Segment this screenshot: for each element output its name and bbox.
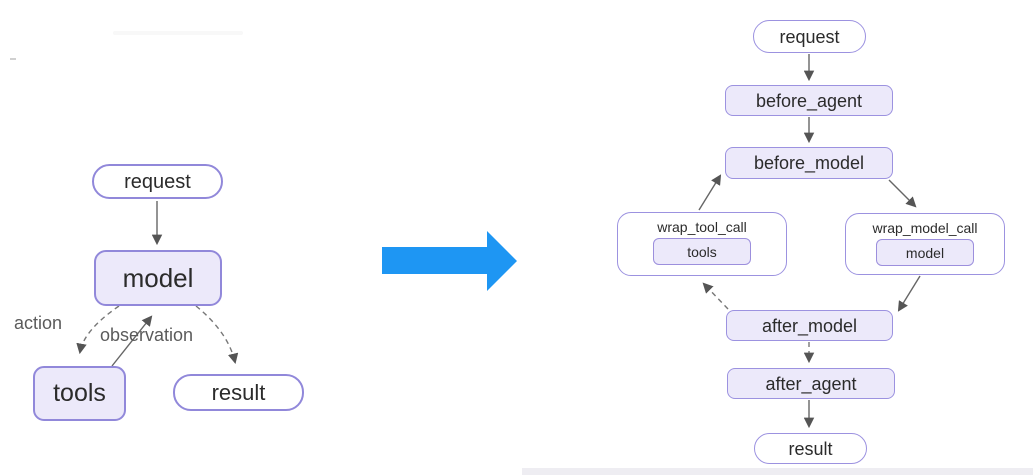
right-node-after-agent-label: after_agent xyxy=(765,373,857,394)
left-node-result-label: result xyxy=(211,379,266,405)
right-node-wrap-model-call-label: wrap_model_call xyxy=(872,220,978,236)
left-node-result: result xyxy=(173,374,304,411)
right-node-before-model-label: before_model xyxy=(753,153,865,173)
right-node-after-model-label: after_model xyxy=(761,315,858,336)
right-node-wrap-tool-call-inner: tools xyxy=(653,238,751,265)
dash-artifact xyxy=(10,58,16,60)
left-node-model: model xyxy=(94,250,222,306)
bottom-strip-artifact xyxy=(522,468,1033,475)
right-node-before-agent: before_agent xyxy=(725,85,893,116)
left-node-tools-label: tools xyxy=(53,379,106,407)
right-node-wrap-model-call-inner-label: model xyxy=(905,244,945,261)
right-node-result-label: result xyxy=(788,438,833,459)
edge-before-model-wrap-model xyxy=(888,179,917,208)
right-node-wrap-tool-call: wrap_tool_call tools xyxy=(617,212,787,276)
right-node-request-label: request xyxy=(779,26,840,47)
edge-after-model-wrap-tool xyxy=(702,282,729,310)
left-node-request-label: request xyxy=(124,170,191,193)
right-node-wrap-model-call-inner: model xyxy=(876,239,974,266)
edge-label-observation: observation xyxy=(100,325,194,345)
edge-wrap-tool-before-model xyxy=(698,174,722,211)
right-node-wrap-tool-call-inner-label: tools xyxy=(687,243,717,260)
left-node-tools: tools xyxy=(33,366,126,421)
edge-label-action: action xyxy=(14,313,63,333)
right-node-before-agent-label: before_agent xyxy=(755,90,863,111)
transform-arrow xyxy=(382,231,517,291)
edge-wrap-model-after-model xyxy=(897,275,921,312)
right-node-request: request xyxy=(753,20,866,53)
right-node-wrap-tool-call-label: wrap_tool_call xyxy=(657,219,747,235)
right-node-after-model: after_model xyxy=(726,310,893,341)
ghost-artifact xyxy=(113,31,243,35)
left-node-model-label: model xyxy=(122,263,194,293)
right-node-after-agent: after_agent xyxy=(727,368,895,399)
right-node-wrap-model-call: wrap_model_call model xyxy=(845,213,1005,275)
edge-model-result xyxy=(195,305,239,365)
right-node-result: result xyxy=(754,433,867,464)
left-node-request: request xyxy=(92,164,223,199)
right-node-before-model: before_model xyxy=(725,147,893,179)
